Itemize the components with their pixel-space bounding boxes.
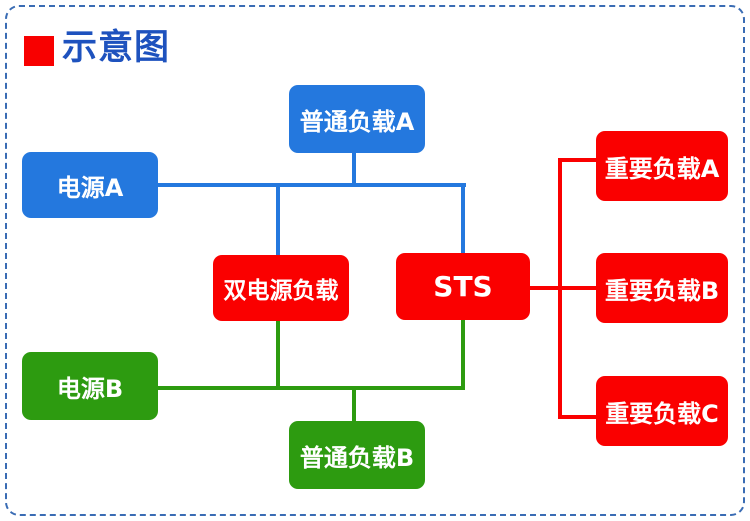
node-sts: STS bbox=[396, 253, 530, 320]
connector-power-a-to-sts bbox=[461, 183, 465, 257]
node-dual-power-load: 双电源负载 bbox=[213, 255, 349, 321]
node-power-b: 电源B bbox=[22, 352, 158, 420]
node-normal-load-a: 普通负载A bbox=[289, 85, 425, 153]
connector-important-loads-bus bbox=[558, 158, 562, 419]
node-normal-load-b: 普通负载B bbox=[289, 421, 425, 489]
connector-sts-to-important-load-c bbox=[558, 415, 598, 419]
diagram-header: 示意图 bbox=[24, 30, 170, 66]
page-title: 示意图 bbox=[62, 27, 171, 68]
connector-power-a-to-dual-load bbox=[276, 183, 280, 257]
connector-power-a-to-normal-load-a bbox=[352, 150, 356, 187]
node-important-load-b: 重要负载B bbox=[596, 253, 728, 323]
connector-power-b-to-dual-load bbox=[276, 318, 280, 390]
node-important-load-a: 重要负载A bbox=[596, 131, 728, 201]
connector-sts-to-important-load-b bbox=[528, 286, 598, 290]
connector-power-b-to-normal-load-b bbox=[352, 388, 356, 423]
connector-power-b-bus bbox=[156, 386, 465, 390]
title-accent-square-icon bbox=[24, 36, 54, 66]
node-power-a: 电源A bbox=[22, 152, 158, 218]
connector-sts-to-important-load-a bbox=[558, 158, 598, 162]
connector-power-b-to-sts bbox=[461, 318, 465, 390]
connector-power-a-bus bbox=[156, 183, 466, 187]
node-important-load-c: 重要负载C bbox=[596, 376, 728, 446]
